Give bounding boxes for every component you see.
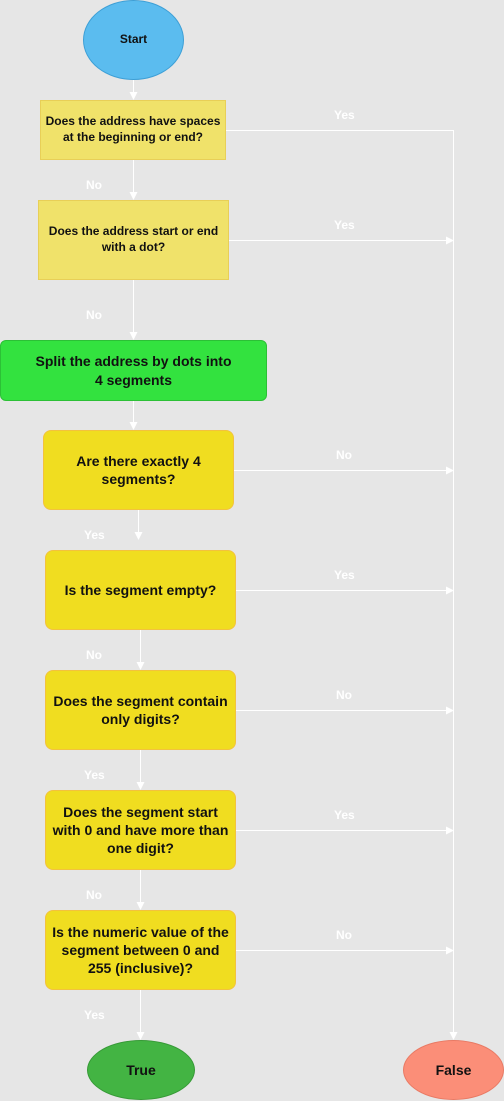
segment-empty-check-node: Is the segment empty? (45, 550, 236, 630)
edge-label-empty-yes: Yes (334, 568, 355, 582)
spaces-check-node: Does the address have spaces at the begi… (40, 100, 226, 160)
edge-label-dot-no: No (86, 308, 102, 322)
edge-label-empty-no: No (86, 648, 102, 662)
range-check-node: Is the numeric value of the segment betw… (45, 910, 236, 990)
edge-label-range-no: No (336, 928, 352, 942)
start-node: Start (83, 0, 184, 80)
split-process-node: Split the address by dots into 4 segment… (0, 340, 267, 401)
edge-label-spaces-no: No (86, 178, 102, 192)
edge-label-count-yes: Yes (84, 528, 105, 542)
edge-spaces-yes (226, 130, 458, 1040)
edge-label-digits-no: No (336, 688, 352, 702)
leading-zero-check-node: Does the segment start with 0 and have m… (45, 790, 236, 870)
edge-label-count-no: No (336, 448, 352, 462)
dot-check-node: Does the address start or end with a dot… (38, 200, 229, 280)
edge-label-digits-yes: Yes (84, 768, 105, 782)
edge-label-spaces-yes: Yes (334, 108, 355, 122)
false-end-node: False (403, 1040, 504, 1100)
edge-label-dot-yes: Yes (334, 218, 355, 232)
edge-label-leading-yes: Yes (334, 808, 355, 822)
true-end-node: True (87, 1040, 195, 1100)
edge-label-range-yes: Yes (84, 1008, 105, 1022)
edge-label-leading-no: No (86, 888, 102, 902)
segment-count-check-node: Are there exactly 4 segments? (43, 430, 234, 510)
segment-digits-check-node: Does the segment contain only digits? (45, 670, 236, 750)
